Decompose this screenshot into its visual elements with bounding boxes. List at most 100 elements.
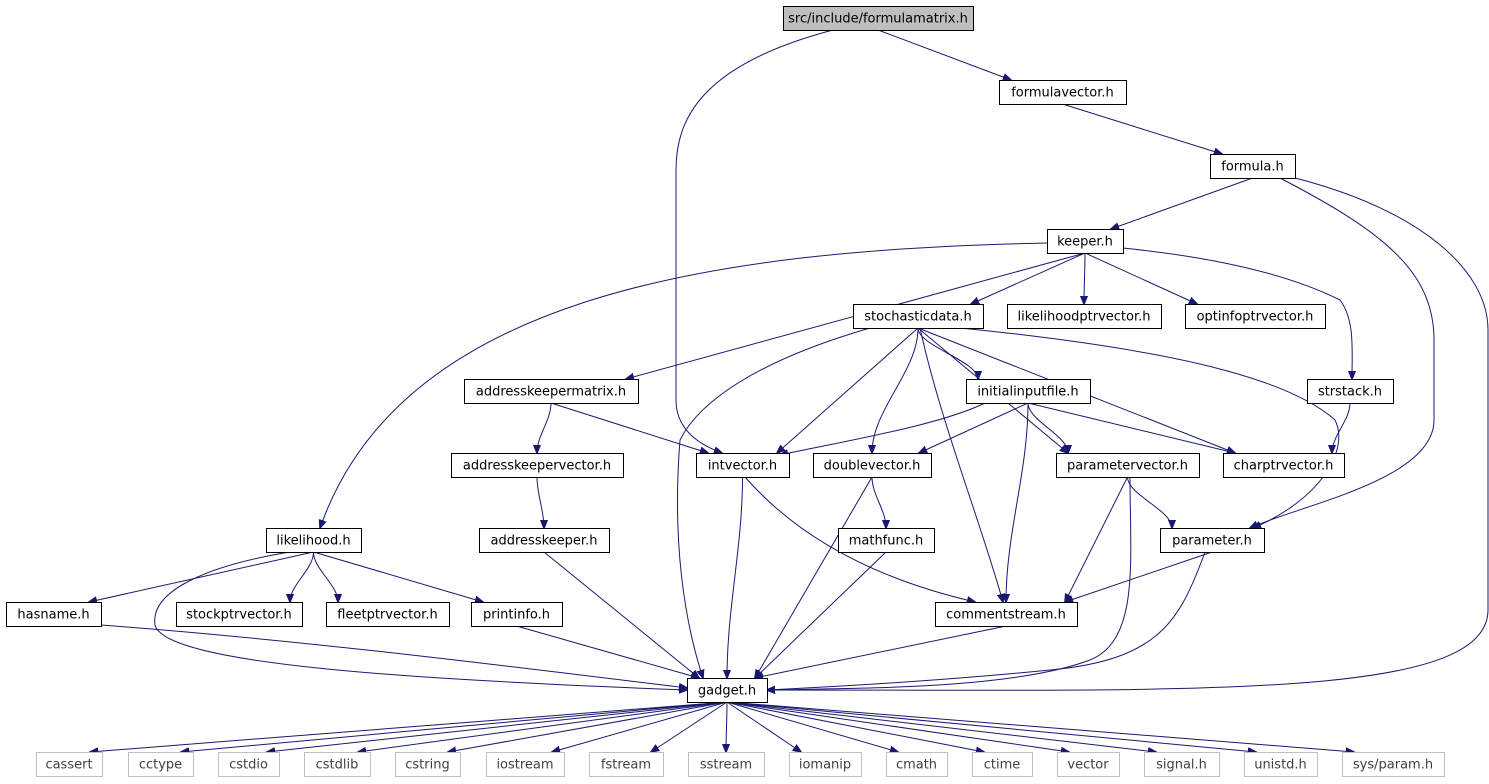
node-formula[interactable]: formula.h bbox=[1210, 154, 1296, 179]
node-charptrvector[interactable]: charptrvector.h bbox=[1223, 453, 1345, 478]
edge-formula-to-keeper bbox=[1111, 177, 1253, 229]
node-label: printinfo.h bbox=[483, 608, 550, 623]
edge-stochasticdata-to-gadget bbox=[677, 327, 871, 678]
node-label: formulavector.h bbox=[1011, 86, 1114, 101]
node-label: keeper.h bbox=[1057, 235, 1113, 250]
node-optinfoptrvector[interactable]: optinfoptrvector.h bbox=[1185, 304, 1326, 329]
node-label: cstdio bbox=[229, 758, 268, 773]
node-addresskeeper[interactable]: addresskeeper.h bbox=[479, 528, 610, 553]
edge-gadget-to-iomanip bbox=[726, 701, 801, 752]
node-label: vector bbox=[1067, 758, 1109, 773]
node-ctime: ctime bbox=[972, 752, 1033, 777]
node-doublevector[interactable]: doublevector.h bbox=[813, 453, 932, 478]
node-label: commentstream.h bbox=[946, 608, 1066, 623]
node-likelihoodptrvector[interactable]: likelihoodptrvector.h bbox=[1007, 304, 1162, 329]
node-likelihood[interactable]: likelihood.h bbox=[266, 528, 362, 553]
node-label: hasname.h bbox=[17, 608, 89, 623]
node-formulavector[interactable]: formulavector.h bbox=[999, 80, 1127, 105]
node-box bbox=[966, 379, 1091, 404]
node-box bbox=[1342, 752, 1445, 777]
node-box bbox=[838, 528, 935, 553]
edge-keeper-to-stochasticdata bbox=[971, 252, 1086, 304]
node-box bbox=[1144, 752, 1220, 777]
node-addresskeepervector[interactable]: addresskeepervector.h bbox=[451, 453, 624, 478]
node-parametervector[interactable]: parametervector.h bbox=[1056, 453, 1200, 478]
node-box bbox=[687, 678, 768, 703]
node-label: signal.h bbox=[1156, 758, 1207, 773]
node-label: addresskeepermatrix.h bbox=[476, 385, 626, 400]
node-box bbox=[176, 602, 303, 627]
node-label: fstream bbox=[601, 758, 651, 773]
node-parameter[interactable]: parameter.h bbox=[1160, 528, 1265, 553]
node-box bbox=[1056, 453, 1200, 478]
node-hasname[interactable]: hasname.h bbox=[6, 602, 102, 627]
node-iomanip: iomanip bbox=[789, 752, 862, 777]
node-box bbox=[935, 602, 1078, 627]
edge-addresskeepermatrix-to-addresskeepervector bbox=[537, 402, 552, 453]
edge-formulamatrix-to-formulavector bbox=[877, 29, 1011, 80]
node-label: initialinputfile.h bbox=[977, 385, 1078, 400]
node-label: gadget.h bbox=[698, 684, 756, 699]
edge-commentstream-to-gadget bbox=[755, 625, 1007, 678]
node-label: likelihoodptrvector.h bbox=[1017, 310, 1150, 325]
edge-addresskeepermatrix-to-intvector bbox=[550, 402, 708, 453]
node-label: cstdlib bbox=[316, 758, 359, 773]
node-label: optinfoptrvector.h bbox=[1197, 310, 1314, 325]
node-addresskeepermatrix[interactable]: addresskeepermatrix.h bbox=[464, 379, 639, 404]
edge-gadget-to-cstdlib bbox=[358, 701, 728, 752]
node-printinfo[interactable]: printinfo.h bbox=[471, 602, 563, 627]
edge-gadget-to-cctype bbox=[181, 701, 728, 752]
node-commentstream[interactable]: commentstream.h bbox=[935, 602, 1078, 627]
node-formulamatrix[interactable]: src/include/formulamatrix.h bbox=[783, 6, 974, 31]
node-label: doublevector.h bbox=[824, 459, 921, 474]
node-sstream: sstream bbox=[688, 752, 765, 777]
node-box bbox=[1244, 752, 1318, 777]
node-box bbox=[696, 453, 790, 478]
node-intvector[interactable]: intvector.h bbox=[696, 453, 790, 478]
node-iostream: iostream bbox=[486, 752, 565, 777]
edge-intvector-to-commentstream bbox=[744, 476, 975, 602]
node-label: cmath bbox=[896, 758, 937, 773]
edge-initialinputfile-to-intvector bbox=[780, 402, 986, 455]
node-box bbox=[1047, 229, 1124, 254]
edge-parameter-to-commentstream bbox=[1065, 551, 1213, 602]
node-label: iostream bbox=[496, 758, 553, 773]
node-initialinputfile[interactable]: initialinputfile.h bbox=[966, 379, 1091, 404]
node-box bbox=[451, 453, 624, 478]
edges-layer bbox=[89, 29, 1489, 752]
node-label: mathfunc.h bbox=[849, 534, 924, 549]
edge-gadget-to-sstream bbox=[726, 701, 727, 752]
edge-formulamatrix-to-intvector bbox=[675, 29, 834, 453]
edge-gadget-to-fstream bbox=[651, 701, 728, 752]
node-sysparam: sys/param.h bbox=[1342, 752, 1445, 777]
edge-gadget-to-cstdio bbox=[267, 701, 728, 752]
node-gadget[interactable]: gadget.h bbox=[687, 678, 768, 703]
node-keeper[interactable]: keeper.h bbox=[1047, 229, 1124, 254]
edge-formulavector-to-formula bbox=[1062, 103, 1223, 154]
node-stockptrvector[interactable]: stockptrvector.h bbox=[176, 602, 303, 627]
node-box bbox=[813, 453, 932, 478]
node-label: sys/param.h bbox=[1353, 758, 1433, 773]
edge-keeper-to-strstack bbox=[1122, 247, 1352, 379]
edge-doublevector-to-gadget bbox=[755, 476, 873, 678]
node-strstack[interactable]: strstack.h bbox=[1307, 379, 1394, 404]
edge-gadget-to-cstring bbox=[448, 701, 728, 752]
node-mathfunc[interactable]: mathfunc.h bbox=[838, 528, 935, 553]
edge-addresskeeper-to-gadget bbox=[543, 551, 699, 678]
node-label: sstream bbox=[700, 758, 752, 773]
edge-gadget-to-ctime bbox=[726, 701, 984, 752]
node-label: parameter.h bbox=[1172, 534, 1252, 549]
node-label: addresskeeper.h bbox=[491, 534, 598, 549]
node-box bbox=[789, 752, 862, 777]
node-stochasticdata[interactable]: stochasticdata.h bbox=[853, 304, 984, 329]
edge-stochasticdata-to-parameter bbox=[959, 327, 1340, 528]
node-box bbox=[1007, 304, 1162, 329]
edge-gadget-to-signal bbox=[726, 701, 1156, 752]
node-fleetptrvector[interactable]: fleetptrvector.h bbox=[326, 602, 450, 627]
node-box bbox=[218, 752, 280, 777]
edge-initialinputfile-to-charptrvector bbox=[1027, 402, 1235, 453]
node-box bbox=[1223, 453, 1345, 478]
node-label: strstack.h bbox=[1318, 385, 1382, 400]
edge-parametervector-to-commentstream bbox=[1065, 476, 1128, 602]
